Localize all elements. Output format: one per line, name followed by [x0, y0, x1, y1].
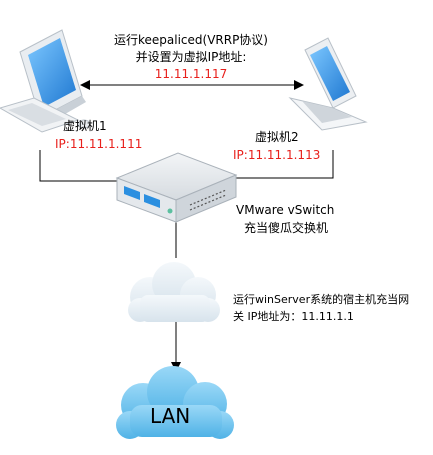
lan-label: LAN	[150, 404, 191, 428]
vm2-to-switch-line	[235, 150, 334, 179]
vm1-name: 虚拟机1	[63, 119, 107, 133]
vrrp-annotation-line2: 并设置为虚拟IP地址:	[135, 50, 247, 64]
vm1-to-switch-line	[39, 150, 117, 182]
vm2-name: 虚拟机2	[255, 130, 299, 144]
vswitch-icon	[115, 152, 238, 223]
vswitch-label-line2: 充当傻瓜交换机	[244, 221, 329, 235]
desktop-computer-icon	[0, 29, 91, 133]
lan-cloud-icon	[116, 366, 234, 439]
virtual-ip-address: 11.11.1.117	[154, 67, 228, 81]
host-note-line2: 关 IP地址为：11.11.1.1	[233, 310, 354, 323]
laptop-computer-icon	[288, 37, 368, 131]
vm1-ip: IP:11.11.1.111	[55, 137, 143, 151]
host-cloud-icon	[128, 262, 220, 322]
vrrp-annotation-line1: 运行keepaliced(VRRP协议)	[113, 33, 268, 47]
host-note-line1: 运行winServer系统的宿主机充当网	[233, 293, 410, 306]
vswitch-label-line1: VMware vSwitch	[236, 203, 335, 217]
vm2-ip: IP:11.11.1.113	[233, 148, 321, 162]
connections	[39, 80, 334, 372]
